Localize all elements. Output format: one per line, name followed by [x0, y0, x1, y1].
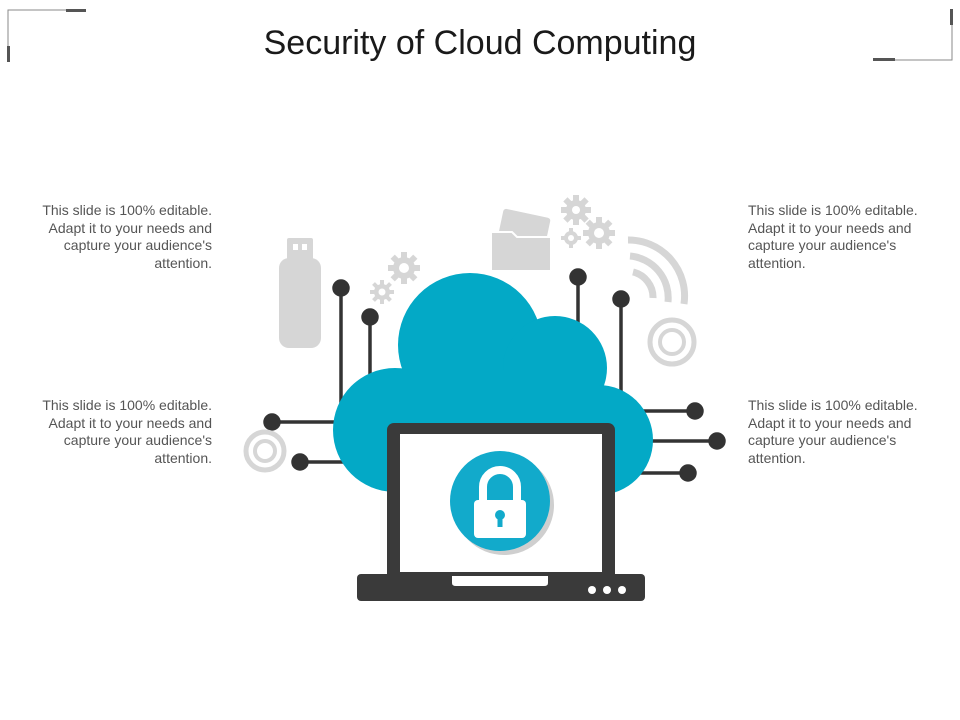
- note-bottom-left: This slide is 100% editable. Adapt it to…: [42, 397, 212, 466]
- lock-icon: [450, 451, 554, 555]
- folder-icon: [490, 208, 552, 272]
- note-bottom-right: This slide is 100% editable. Adapt it to…: [748, 397, 918, 466]
- target-icon: [243, 317, 697, 473]
- note-top-left: This slide is 100% editable. Adapt it to…: [42, 202, 212, 271]
- slide-title: Security of Cloud Computing: [263, 24, 697, 62]
- gear-icon: [561, 195, 615, 249]
- wifi-icon: [627, 236, 689, 305]
- gear-icon: [370, 252, 420, 304]
- usb-drive-icon: [279, 238, 321, 348]
- note-top-right: This slide is 100% editable. Adapt it to…: [748, 202, 918, 271]
